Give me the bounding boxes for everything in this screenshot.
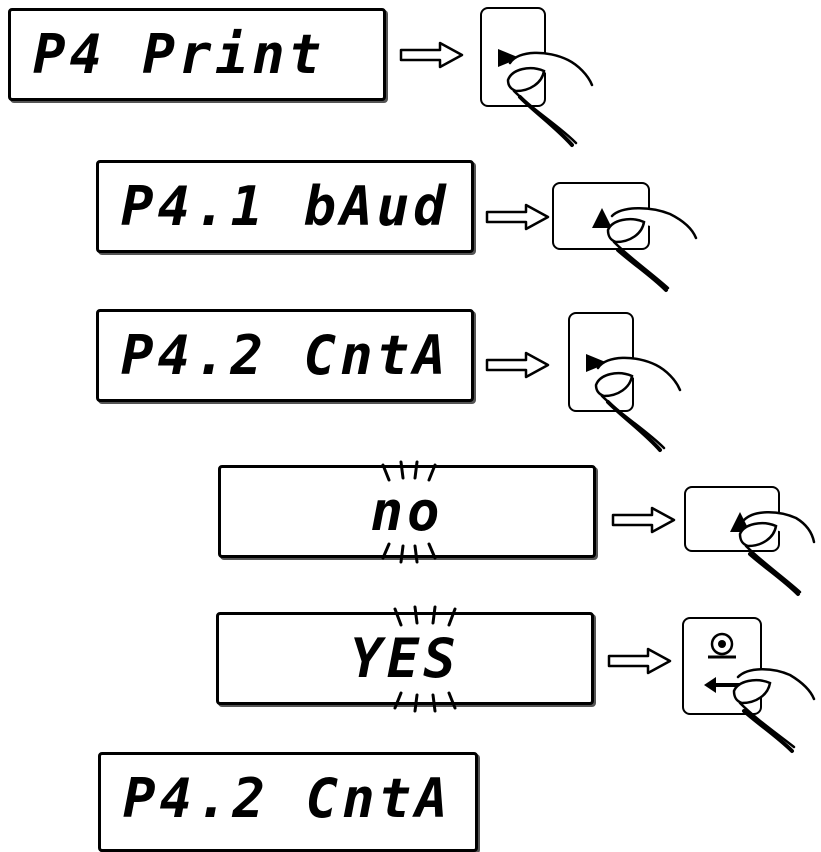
outline-arrow-right-icon <box>485 203 550 231</box>
key-press-right[interactable] <box>478 5 598 150</box>
outline-arrow-right-icon <box>611 506 676 534</box>
finger-press-icon <box>606 207 698 292</box>
outline-arrow-right-icon <box>399 41 464 69</box>
lcd-display: P4.2 CntA <box>96 309 474 402</box>
triangle-right-icon <box>586 354 608 372</box>
flashing-indicator <box>393 605 457 713</box>
key-press-up[interactable] <box>550 180 700 295</box>
display-text: P4.2 CntA <box>121 324 450 387</box>
finger-press-icon <box>594 356 682 452</box>
lcd-display: P4.1 bAud <box>96 160 474 253</box>
print-enter-icon <box>704 632 740 693</box>
lcd-display: YES <box>216 605 594 713</box>
key-press-print-enter[interactable] <box>680 615 817 755</box>
lcd-display: P4 Print <box>8 8 386 101</box>
key-press-right[interactable] <box>566 310 686 455</box>
lcd-display: no <box>218 460 596 564</box>
outline-arrow-right-icon <box>485 351 550 379</box>
display-text: YES <box>350 627 460 690</box>
display-text: no <box>370 480 444 543</box>
finger-press-icon <box>732 668 816 753</box>
finger-press-icon <box>506 51 594 147</box>
display-text: P4 Print <box>33 23 326 86</box>
key-press-up[interactable] <box>682 484 817 599</box>
display-text: P4.1 bAud <box>121 175 450 238</box>
triangle-up-icon <box>592 208 612 228</box>
triangle-right-icon <box>498 49 520 67</box>
finger-press-icon <box>738 511 816 596</box>
lcd-display: P4.2 CntA <box>98 752 478 852</box>
display-text: P4.2 CntA <box>123 767 452 830</box>
flashing-indicator <box>381 460 437 564</box>
outline-arrow-right-icon <box>607 647 672 675</box>
